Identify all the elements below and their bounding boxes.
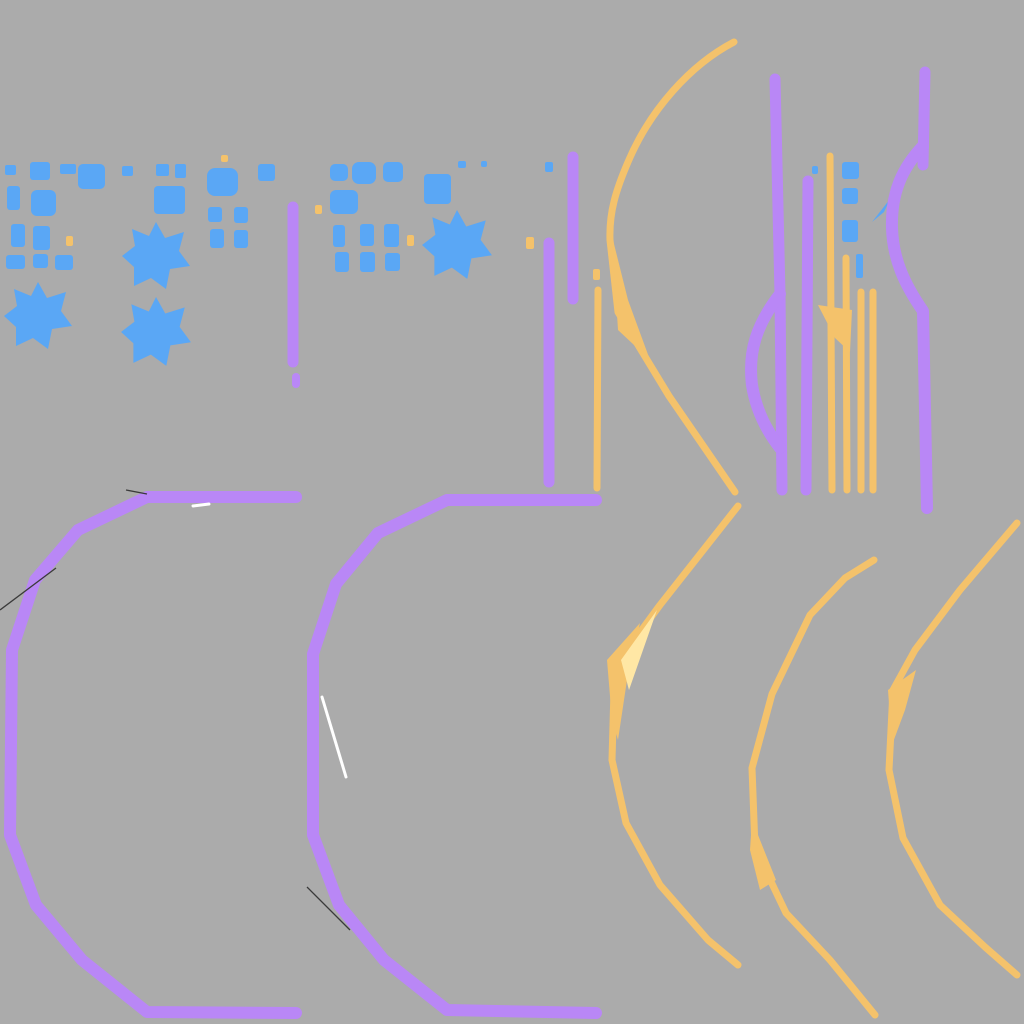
orange-accent-dots bbox=[66, 155, 600, 280]
dark-stray-lines bbox=[0, 489, 351, 931]
blue-marks-column-right bbox=[812, 162, 890, 278]
orange-upper-fills bbox=[612, 236, 852, 360]
blue-marks-cluster-middle bbox=[330, 161, 553, 279]
purple-large-arcs bbox=[4, 491, 602, 1019]
white-highlight-strokes bbox=[191, 502, 348, 779]
blue-marks-cluster-left bbox=[4, 162, 275, 366]
purple-s-curves bbox=[745, 140, 933, 514]
orange-lower-curves bbox=[608, 502, 1021, 1019]
pale-yellow-highlight bbox=[621, 610, 657, 690]
